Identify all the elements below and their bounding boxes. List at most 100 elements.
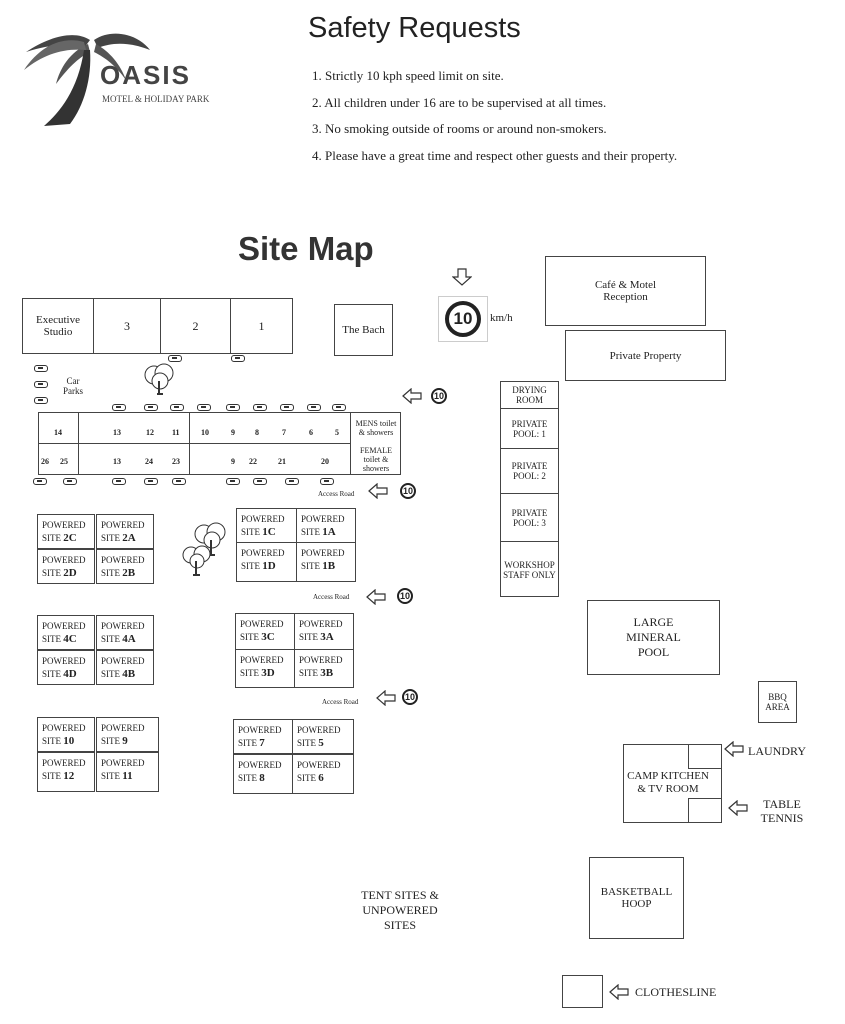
car-icon bbox=[172, 478, 186, 485]
the-bach: The Bach bbox=[334, 304, 393, 356]
car-icon bbox=[197, 404, 211, 411]
tree-icon bbox=[144, 363, 174, 395]
cabin-number: 21 bbox=[278, 457, 286, 466]
cabin-number: 13 bbox=[113, 428, 121, 437]
safety-item: 2. All children under 16 are to be super… bbox=[312, 94, 607, 110]
down-arrow-icon bbox=[452, 268, 472, 286]
car-icon bbox=[320, 478, 334, 485]
speed-limit-sign: 10 bbox=[438, 296, 488, 342]
tree-icon bbox=[182, 545, 211, 576]
cabin-number: 7 bbox=[282, 428, 286, 437]
executive-studio: Executive Studio bbox=[22, 298, 94, 354]
pools-column bbox=[500, 381, 559, 597]
safety-item: 1. Strictly 10 kph speed limit on site. bbox=[312, 68, 504, 83]
car-icon bbox=[112, 478, 126, 485]
cabin-number: 13 bbox=[113, 457, 121, 466]
cabin-number: 11 bbox=[172, 428, 180, 437]
access-road-label: Access Road bbox=[318, 490, 355, 498]
cabin-number: 22 bbox=[249, 457, 257, 466]
left-arrow-icon bbox=[609, 984, 629, 1000]
access-road-label: Access Road bbox=[313, 593, 350, 601]
speed-10-sign: 10 bbox=[397, 588, 413, 604]
car-icon bbox=[34, 397, 48, 404]
tree-icon bbox=[194, 522, 226, 556]
left-arrow-icon bbox=[724, 741, 744, 757]
unit-2-label: 2 bbox=[192, 318, 199, 333]
cabin-number: 9 bbox=[231, 428, 235, 437]
map-title: Site Map bbox=[238, 230, 374, 267]
car-icon bbox=[332, 404, 346, 411]
table-tennis-label: TABLE TENNIS bbox=[760, 797, 804, 825]
cafe-reception-label: Café & Motel Reception bbox=[594, 279, 657, 303]
car-icon bbox=[144, 478, 158, 485]
car-icon bbox=[285, 478, 299, 485]
cabin-number: 20 bbox=[321, 457, 329, 466]
speed-limit-unit: km/h bbox=[490, 312, 513, 324]
executive-studio-label: Executive Studio bbox=[36, 314, 80, 338]
car-icon bbox=[253, 404, 267, 411]
safety-item: 4. Please have a great time and respect … bbox=[312, 147, 678, 163]
unit-1-label: 1 bbox=[258, 318, 265, 333]
oasis-logo: OASIS MOTEL & HOLIDAY PARK bbox=[20, 28, 225, 128]
mens-toilets: MENS toilet & showers bbox=[355, 418, 397, 437]
left-arrow-icon bbox=[728, 800, 748, 816]
camp-kitchen-label: CAMP KITCHEN & TV ROOM bbox=[627, 770, 709, 795]
left-arrow-icon bbox=[366, 589, 386, 605]
speed-limit-value: 10 bbox=[445, 301, 481, 337]
left-arrow-icon bbox=[368, 483, 388, 499]
cabin-number: 6 bbox=[309, 428, 313, 437]
car-icon bbox=[63, 478, 77, 485]
car-icon bbox=[33, 478, 47, 485]
basketball-hoop: BASKETBALL HOOP bbox=[589, 857, 684, 939]
cabin-number: 26 bbox=[41, 457, 49, 466]
bbq-area: BBQ AREA bbox=[758, 681, 797, 723]
logo-name: OASIS bbox=[100, 60, 191, 90]
cabin-number: 8 bbox=[255, 428, 259, 437]
car-icon bbox=[231, 355, 245, 362]
drying-room: DRYING ROOM bbox=[500, 381, 559, 409]
cabin-number: 24 bbox=[145, 457, 153, 466]
cabin-number: 23 bbox=[172, 457, 180, 466]
laundry-label: LAUNDRY bbox=[748, 744, 807, 758]
safety-title: Safety Requests bbox=[308, 12, 521, 44]
car-icon bbox=[144, 404, 158, 411]
private-pool-1: PRIVATE POOL: 1 bbox=[500, 409, 559, 449]
car-icon bbox=[253, 478, 267, 485]
large-mineral-pool: LARGE MINERAL POOL bbox=[587, 600, 720, 675]
car-icon bbox=[34, 365, 48, 372]
cafe-reception: Café & Motel Reception bbox=[545, 256, 706, 326]
palm-tree-icon bbox=[24, 33, 150, 126]
cabin-number: 9 bbox=[231, 457, 235, 466]
safety-list: 1. Strictly 10 kph speed limit on site. … bbox=[312, 66, 677, 172]
car-icon bbox=[226, 404, 240, 411]
cabin-number: 10 bbox=[201, 428, 209, 437]
table-tennis-room bbox=[688, 798, 722, 823]
car-icon bbox=[34, 381, 48, 388]
logo-subtitle: MOTEL & HOLIDAY PARK bbox=[102, 94, 210, 104]
unit-1: 1 bbox=[230, 298, 293, 354]
cabin-number: 25 bbox=[60, 457, 68, 466]
clothesline-label: CLOTHESLINE bbox=[635, 985, 717, 999]
unit-3-label: 3 bbox=[124, 318, 130, 333]
